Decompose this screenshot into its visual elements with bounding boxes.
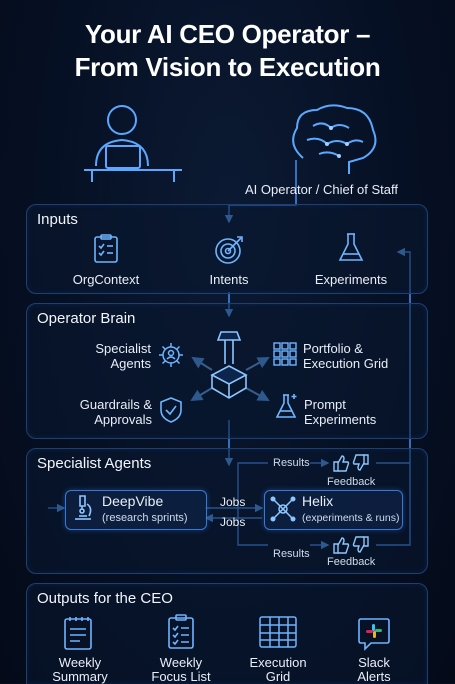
page-title: Your AI CEO Operator – From Vision to Ex…: [0, 18, 455, 84]
flask-sparkle-icon: [275, 394, 297, 418]
target-icon: [215, 236, 243, 264]
title-line-1: Your AI CEO Operator –: [84, 19, 371, 49]
brain-portfolio-label: Portfolio & Execution Grid: [303, 341, 389, 371]
checklist-icon: [94, 234, 118, 263]
title-line-2: From Vision to Execution: [74, 52, 381, 82]
helix-icon: [270, 496, 296, 522]
operator-brain-title: Operator Brain: [37, 310, 136, 327]
execution-grid-icon: [259, 616, 297, 648]
helix-sub: (experiments & runs): [302, 512, 400, 524]
jobs-bottom-label: Jobs: [220, 515, 246, 529]
flask-icon: [338, 233, 364, 261]
shield-check-icon: [160, 397, 182, 423]
operator-brain-panel: Operator Brain: [26, 303, 428, 439]
microscope-icon: [75, 495, 92, 520]
focus-checklist-icon: [168, 614, 194, 649]
jobs-top-label: Jobs: [220, 495, 246, 509]
input-experiments: Experiments: [314, 272, 388, 287]
grid-icon: [273, 342, 297, 366]
output-weekly-summary: Weekly Summary: [52, 655, 108, 684]
deepvibe-name: DeepVibe: [102, 493, 164, 509]
helix-name: Helix: [302, 493, 334, 509]
inputs-title: Inputs: [37, 211, 78, 228]
slack-icon: [358, 618, 390, 651]
brain-icon: [292, 104, 377, 174]
thumbs-top-icon: [333, 454, 369, 472]
outputs-title: Outputs for the CEO: [37, 590, 173, 607]
operator-label: AI Operator / Chief of Staff: [245, 182, 398, 197]
results-top-label: Results: [273, 457, 310, 469]
output-slack-alerts: Slack Alerts: [357, 655, 391, 684]
input-orgcontext: OrgContext: [72, 272, 140, 287]
feedback-top-label: Feedback: [327, 476, 376, 488]
results-bottom-label: Results: [273, 548, 310, 560]
feedback-bottom-label: Feedback: [327, 556, 376, 568]
summary-doc-icon: [64, 617, 92, 650]
thumbs-bottom-icon: [333, 536, 369, 554]
input-intents: Intents: [209, 272, 249, 287]
deepvibe-card: [65, 490, 207, 530]
output-execution-grid: Execution Grid: [249, 655, 307, 684]
brain-guardrails-label: Guardrails & Approvals: [79, 397, 152, 427]
brain-prompt-experiments-label: Prompt Experiments: [304, 397, 377, 427]
outputs-panel: Outputs for the CEO: [26, 583, 428, 684]
specialist-agents-title: Specialist Agents: [37, 455, 152, 472]
person-at-desk-icon: [84, 105, 182, 182]
deepvibe-sub: (research sprints): [102, 512, 188, 524]
control-tower-hub-icon: [210, 331, 248, 399]
gear-user-icon: [159, 343, 183, 367]
brain-specialist-agents-label: Specialist Agents: [95, 341, 151, 371]
output-weekly-focus-list: Weekly Focus List: [151, 655, 211, 684]
